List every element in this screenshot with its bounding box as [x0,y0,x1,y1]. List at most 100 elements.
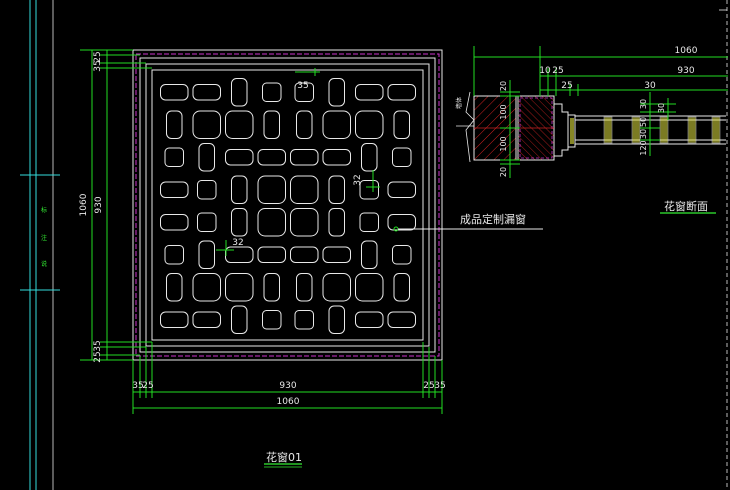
callout-text: 成品定制漏窗 [460,212,526,226]
lattice-opening [231,208,248,237]
lattice-opening [225,273,254,302]
section-dim-small-2: 25 [552,66,563,76]
dim-left-bottom-b: 25 [93,351,103,362]
lattice-opening [328,305,345,334]
lattice-opening [198,143,215,172]
section-right-dim-5: 120 [639,140,648,155]
section-dim-overall: 1060 [675,46,698,56]
lattice-opening [262,82,282,102]
section-title: 花窗断面 [664,199,708,213]
left-strip-marks: 标 注 说 [41,206,47,268]
section-bar [659,116,669,144]
inner-dim-top: 35 [297,81,308,91]
lattice-opening [197,180,217,200]
section-bar [603,116,613,144]
lattice-opening [225,149,254,166]
lattice-opening [231,305,248,334]
lattice-opening [257,149,286,166]
lattice-opening [355,84,384,101]
dim-bottom-overall: 1060 [277,397,300,407]
left-reference-strip [20,0,60,490]
frame-magenta [135,53,440,357]
lattice-opening [359,212,379,232]
lattice-opening [225,110,254,139]
lattice-opening [392,147,412,167]
section-top-dims [473,46,728,96]
lattice-opening [322,149,351,166]
dim-bottom-right-b: 35 [434,381,445,391]
lattice-opening [290,175,319,204]
left-dimensions [80,49,152,361]
lattice-opening [262,310,282,330]
section-bar [687,116,697,144]
frame-inner-3 [151,69,424,341]
dim-left-top-b: 35 [93,60,103,71]
lattice-opening [294,82,314,102]
lattice-opening [355,110,384,139]
lattice-opening [355,273,384,302]
lattice-opening [322,110,351,139]
lattice-opening [328,208,345,237]
section-left-dim-3: 100 [499,136,508,151]
dim-left-inner: 930 [94,196,104,213]
lattice-opening [387,214,416,231]
lattice-opening [164,147,184,167]
elevation-title: 花窗01 [266,450,302,464]
section-right-dim-1: 30 [639,99,648,109]
lattice-opening [263,273,280,302]
callout: 成品定制漏窗 [393,212,543,232]
lattice-opening [290,208,319,237]
section-title-group: 花窗断面 [660,199,716,214]
lattice-opening [361,143,378,172]
frame-outer [132,49,443,361]
lattice-opening [198,240,215,269]
section-top-labels: 1060 930 10 25 25 30 [539,46,697,91]
lattice-opening [263,110,280,139]
lattice-opening [225,246,254,263]
lattice-opening [361,240,378,269]
bottom-dim-labels: 35 25 930 25 35 1060 [132,381,445,407]
frame-inner-1 [139,57,436,353]
inner-dims: 35 32 32 [216,68,380,256]
lattice-opening [192,273,221,302]
section-right-dims [640,92,676,156]
section-left-dims [500,80,520,178]
lattice-opening [355,311,384,328]
section-right-dim-2: 30 [657,103,666,113]
lattice-opening [294,310,314,330]
lattice-opening [387,311,416,328]
dim-bottom-left-b: 25 [142,381,153,391]
lattice-opening [328,78,345,107]
dim-bottom-left-a: 35 [132,381,143,391]
lattice-opening [164,245,184,265]
lattice-opening [393,273,410,302]
strip-mark-2: 注 [41,234,47,242]
lattice-opening [160,84,189,101]
dim-left-top-a: 25 [93,51,103,62]
section-left-dim-1: 20 [499,81,508,91]
section-left-labels: 20 100 100 20 [499,81,508,177]
lattice-opening [328,175,345,204]
elevation-title-group: 花窗01 [264,450,302,468]
lattice-opening [160,181,189,198]
lattice-opening [257,175,286,204]
left-dim-labels: 25 35 1060 930 35 25 [79,51,104,362]
section-dim-small-1: 10 [539,66,551,76]
section-view: 墙体 [455,91,726,163]
lattice-opening [192,110,221,139]
frame-inner-2 [145,63,430,347]
dim-bottom-inner: 930 [279,381,296,391]
lattice-opening [296,110,313,139]
bottom-dimensions [132,342,443,414]
dim-left-overall: 1060 [79,193,89,216]
lattice-opening [166,110,183,139]
lattice-opening [197,212,217,232]
inner-dim-right: 32 [353,174,363,185]
section-right-dim-4: 30 [639,129,648,139]
section-right-labels: 30 30 50 30 120 [639,99,666,156]
section-side-label: 墙体 [455,97,463,109]
lattice-opening [359,180,379,200]
lattice-opening [393,110,410,139]
lattice-opening [387,181,416,198]
